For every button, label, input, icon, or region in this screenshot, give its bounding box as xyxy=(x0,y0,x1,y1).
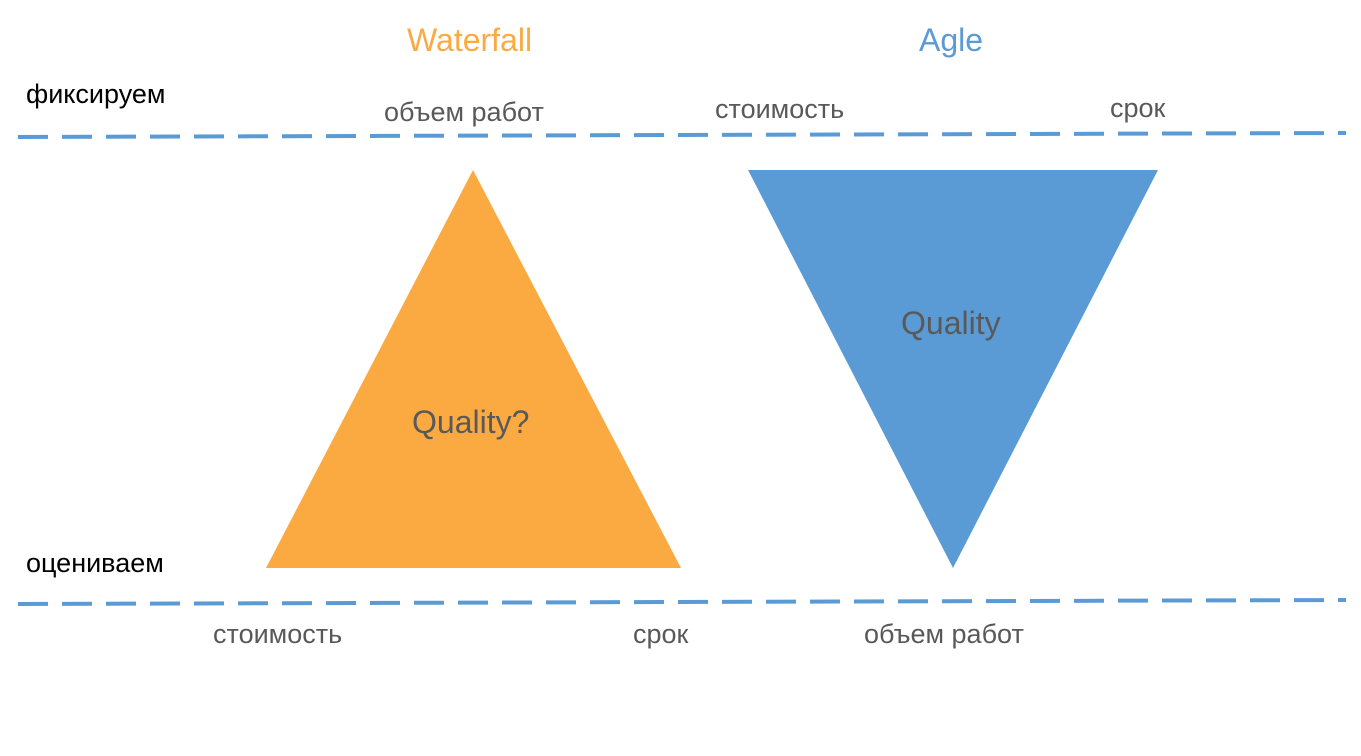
agile-scope-label: объем работ xyxy=(864,619,1024,649)
fixed-row-label: фиксируем xyxy=(26,79,166,109)
agile-quality-label: Quality xyxy=(901,305,1001,341)
waterfall-quality-label: Quality? xyxy=(412,404,530,440)
agile-heading: Agle xyxy=(919,22,984,58)
agile-inverted-triangle xyxy=(748,170,1158,568)
estimated-row-label: оцениваем xyxy=(26,548,164,578)
waterfall-heading: Waterfall xyxy=(407,22,533,58)
waterfall-scope-label: объем работ xyxy=(384,97,544,127)
top-dashed-divider xyxy=(17,131,1347,139)
waterfall-deadline-label: срок xyxy=(633,619,689,649)
waterfall-triangle xyxy=(266,170,681,568)
waterfall-cost-label: стоимость xyxy=(213,619,343,649)
bottom-dashed-divider xyxy=(17,598,1347,606)
agile-deadline-label: срок xyxy=(1110,93,1166,123)
agile-cost-label: стоимость xyxy=(715,94,845,124)
